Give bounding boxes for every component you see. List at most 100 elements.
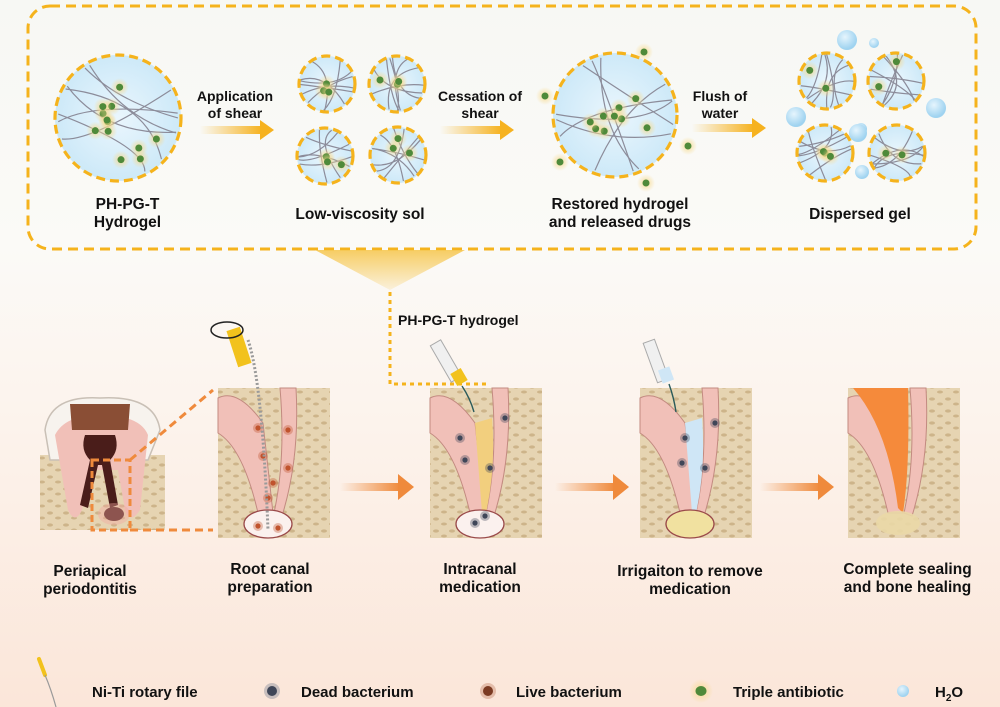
- gel-dispersed-2-border: [866, 51, 926, 111]
- step-label-periapical-periodontitis: Periapical periodontitis: [43, 563, 137, 599]
- syringe-irrigation-water: [657, 366, 675, 384]
- bacterium: [679, 460, 685, 466]
- polymer-chain: [89, 64, 177, 134]
- bacterium: [457, 435, 463, 441]
- rotary-file-handle: [226, 326, 252, 368]
- gel-dispersed-1-border: [797, 51, 857, 111]
- transition-label-flush-of-water: Flush of water: [692, 88, 748, 121]
- legend-label-dead-bacterium: Dead bacterium: [301, 684, 414, 701]
- bacterium: [487, 465, 493, 471]
- bacterium: [285, 465, 291, 471]
- water-droplet: [869, 38, 879, 48]
- polymer-chain: [870, 154, 911, 177]
- polymer-chain: [582, 65, 674, 126]
- water-droplet: [849, 124, 867, 142]
- gel-restored-border: [551, 51, 679, 179]
- antibiotic-dot: [610, 112, 618, 120]
- antibiotic-dot: [405, 149, 413, 157]
- antibiotic-dot: [135, 144, 143, 152]
- bacterium: [270, 480, 276, 486]
- transition-label-cessation-of-shear: Cessation of shear: [437, 88, 522, 121]
- gel-hydrogel-border: [53, 53, 183, 183]
- syringe-medication-gel: [450, 367, 468, 387]
- bacterium: [255, 523, 261, 529]
- root-canal-illustrations: [210, 321, 960, 539]
- bacterium: [462, 457, 468, 463]
- callout-label-ph-pg-t-hydrogel: PH-PG-T hydrogel: [398, 312, 519, 328]
- stage-label-hydrogel: PH-PG-T Hydrogel: [93, 196, 162, 232]
- antibiotic-dot: [325, 88, 333, 96]
- antibiotic-dot: [117, 156, 125, 164]
- arrow-flush-of-water: [692, 118, 766, 138]
- antibiotic-dot: [806, 66, 814, 74]
- h2o-subscript: 2: [945, 693, 952, 704]
- arrow-application-of-shear: [200, 120, 274, 140]
- root-sealed-bone-healing: [876, 511, 920, 535]
- root-sealed-sealing: [853, 388, 909, 513]
- root-medication-lesion: [455, 509, 505, 539]
- stage-label-low-viscosity-sol: Low-viscosity sol: [295, 206, 425, 223]
- polymer-chain: [825, 64, 849, 108]
- antibiotic-dot: [599, 112, 607, 120]
- stage-label-dispersed-gel: Dispersed gel: [809, 206, 911, 223]
- bacterium: [712, 420, 718, 426]
- antibiotic-dot: [395, 77, 403, 85]
- dead-bacterium-icon: [264, 683, 280, 699]
- bacterium: [275, 525, 281, 531]
- polymer-chain: [305, 136, 352, 152]
- bacterium: [255, 425, 261, 431]
- antibiotic-dot: [323, 158, 331, 166]
- legend-label-triple-antibiotic: Triple antibiotic: [733, 684, 844, 701]
- syringe-irrigation-needle: [668, 383, 677, 413]
- gel-sol-3-border: [295, 126, 355, 186]
- bacterium: [472, 520, 478, 526]
- antibiotic-dot: [875, 83, 883, 91]
- root-irrigation-lesion: [665, 509, 715, 539]
- antibiotic-dot: [152, 135, 160, 143]
- water-droplet: [837, 30, 857, 50]
- transition-label-application-of-shear: Application of shear: [196, 88, 274, 121]
- polymer-chain: [383, 137, 419, 179]
- antibiotic-dot: [394, 135, 402, 143]
- polymer-chain: [871, 69, 916, 101]
- h2o-o: O: [951, 684, 964, 701]
- gel-sol-2-border: [367, 54, 427, 114]
- antibiotic-dot: [822, 84, 830, 92]
- ni-ti-rotary-file-icon: [37, 657, 57, 707]
- antibiotic-dot: [892, 58, 900, 66]
- arrow-cessation-of-shear: [440, 120, 514, 140]
- gel-sol-1-border: [297, 54, 357, 114]
- antibiotic-dot: [103, 116, 111, 124]
- stage-label-restored-hydrogel: Restored hydrogel and released drugs: [548, 196, 692, 232]
- antibiotic-dot: [104, 127, 112, 135]
- released-drug-dot: [642, 179, 650, 187]
- polymer-chain: [833, 59, 844, 106]
- antibiotic-dot: [99, 103, 107, 111]
- arrow-step-1: [340, 474, 414, 500]
- antibiotic-dot: [91, 127, 99, 135]
- triple-antibiotic-icon: [689, 679, 713, 703]
- legend-label-ni-ti-rotary-file: Ni-Ti rotary file: [92, 684, 198, 701]
- bacterium: [285, 427, 291, 433]
- released-drug-dot: [640, 48, 648, 56]
- step-label-irrigation: Irrigaiton to remove medication: [617, 563, 763, 599]
- step-label-root-canal-preparation: Root canal preparation: [227, 561, 313, 597]
- antibiotic-dot: [136, 155, 144, 163]
- bacterium: [502, 415, 508, 421]
- antibiotic-dot: [337, 161, 345, 169]
- bacterium: [702, 465, 708, 471]
- legend-label-h2o: H2O: [935, 684, 963, 704]
- polymer-chain: [298, 132, 339, 158]
- syringe-medication-needle: [461, 385, 475, 413]
- arrow-step-3: [760, 474, 834, 500]
- released-drug-dot: [541, 92, 549, 100]
- root-medication-canal-fill: [475, 418, 494, 513]
- polymer-chain: [798, 129, 840, 156]
- polymer-chain: [373, 139, 421, 166]
- step-label-intracanal-medication: Intracanal medication: [439, 561, 521, 597]
- gel-dispersed-3-border: [795, 123, 855, 183]
- water-droplet: [855, 165, 869, 179]
- antibiotic-dot: [586, 118, 594, 126]
- rotation-icon: [210, 321, 244, 339]
